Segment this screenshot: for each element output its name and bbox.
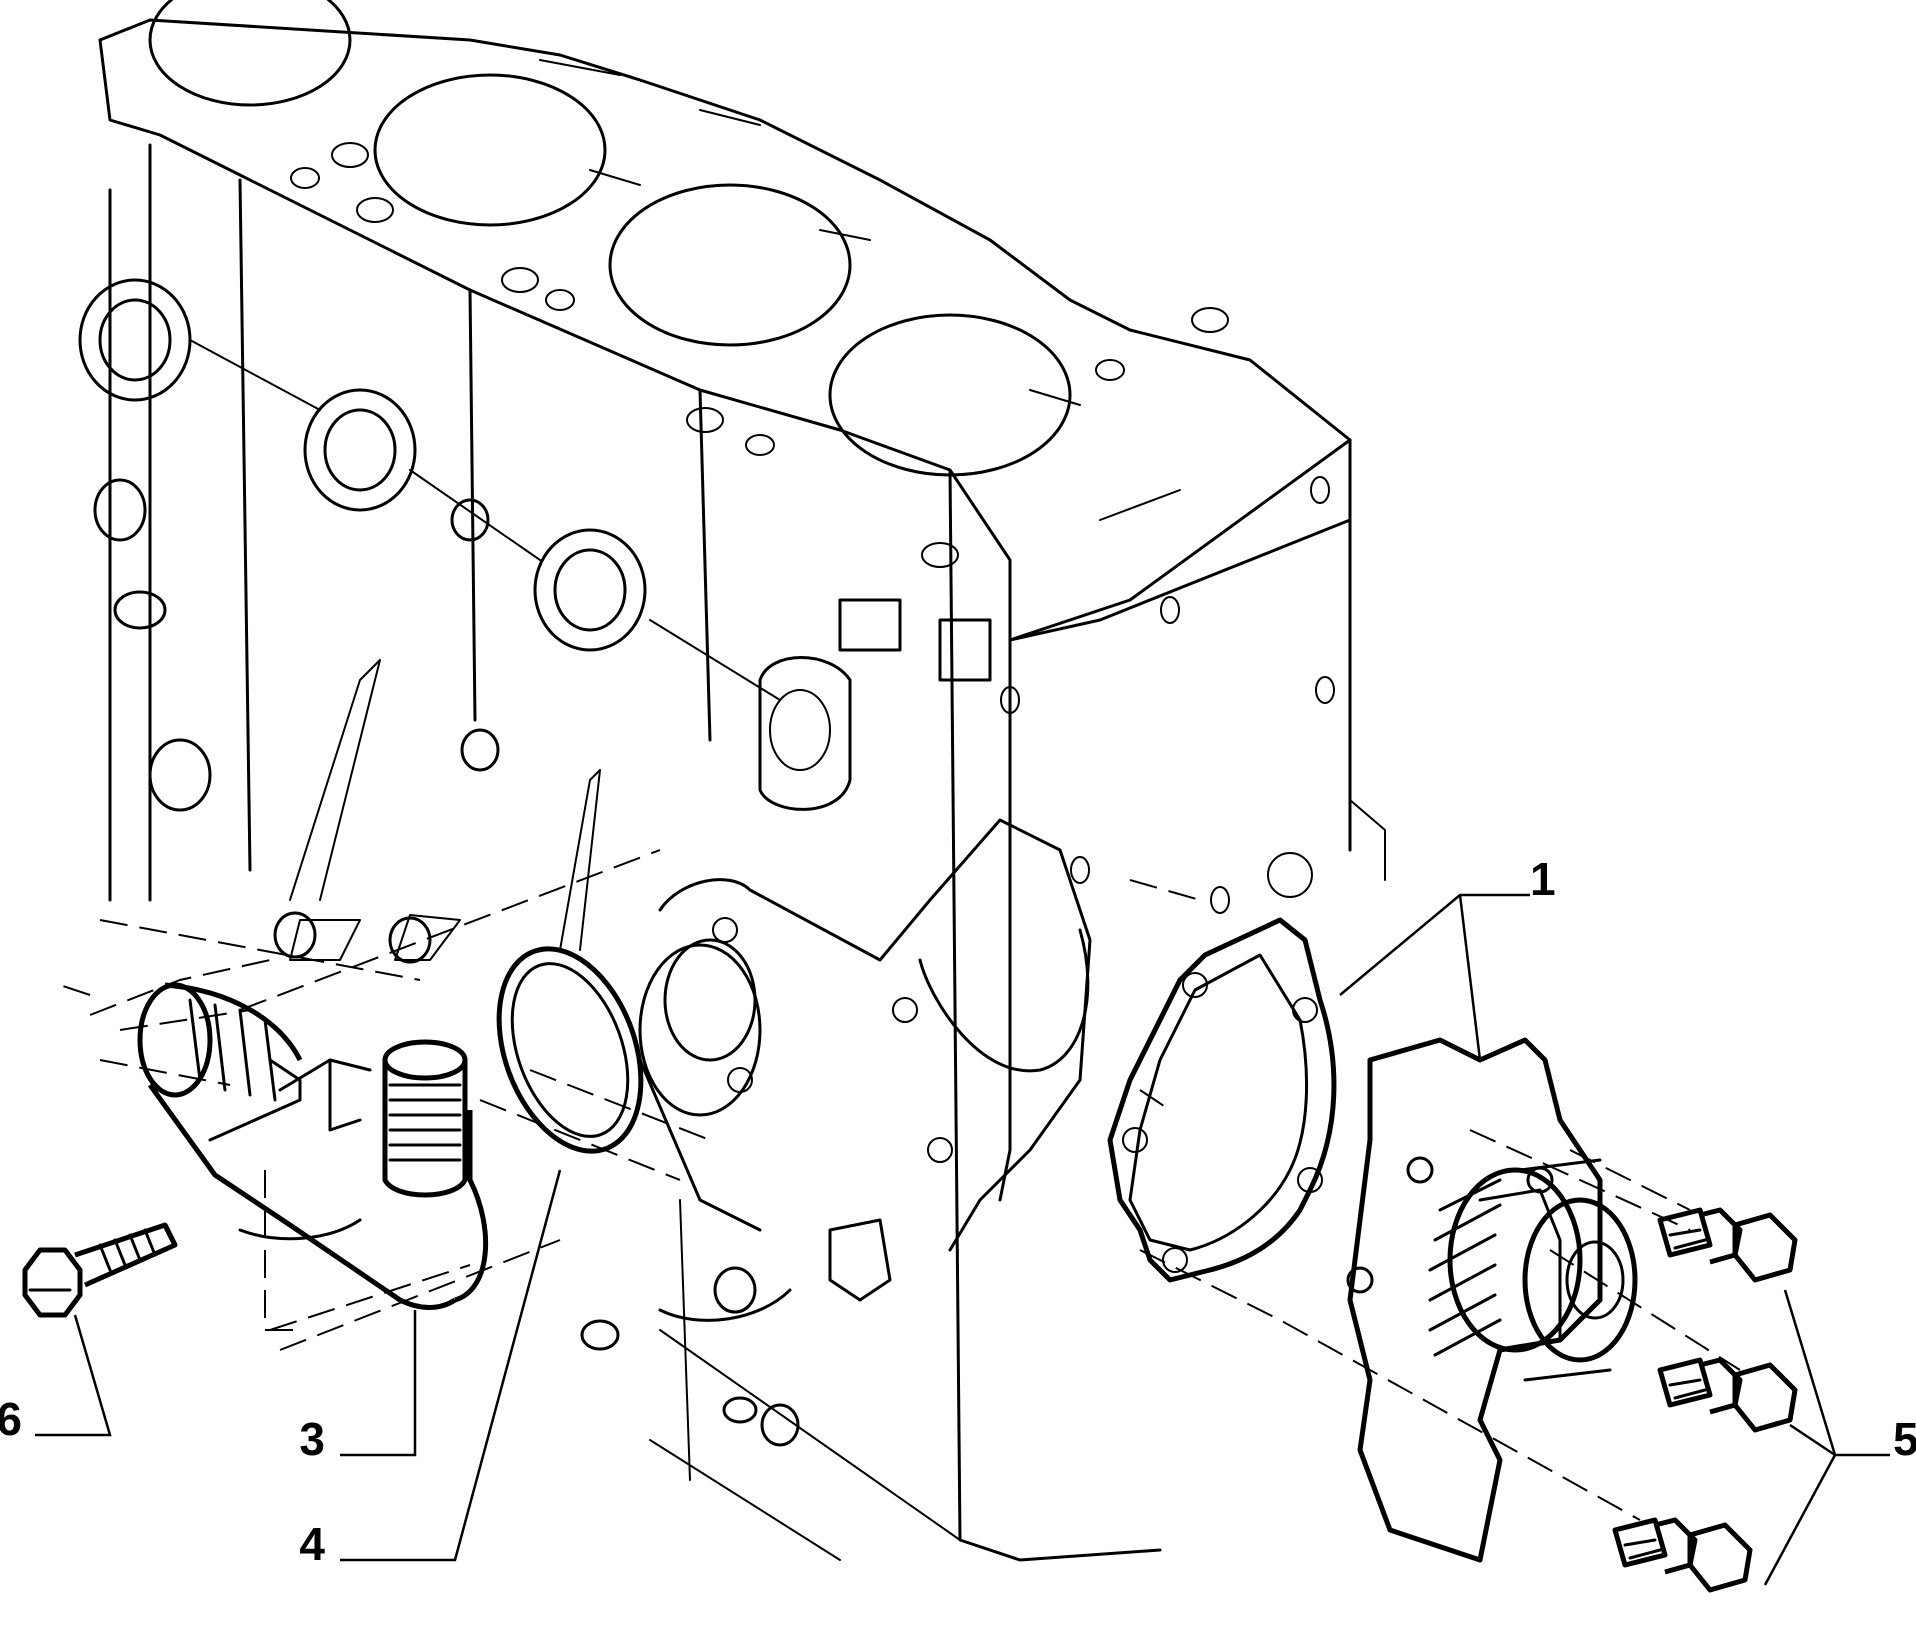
callout-6: 6 <box>0 1393 22 1445</box>
water-pump <box>1346 1037 1638 1563</box>
callout-3: 3 <box>299 1413 325 1465</box>
water-pump-gasket <box>1107 917 1337 1283</box>
pump-bolt-top <box>1657 1207 1798 1283</box>
engine-block <box>78 0 1386 1562</box>
pump-bolts <box>1612 1207 1798 1593</box>
callout-1: 1 <box>1530 853 1556 905</box>
callout-5: 5 <box>1893 1413 1916 1465</box>
pump-bolt-bottom <box>1612 1517 1753 1593</box>
pipe-seal-ring <box>496 946 644 1154</box>
elbow-bolt <box>22 1222 178 1318</box>
pump-bolt-middle <box>1657 1357 1798 1433</box>
leader-lines <box>35 893 1890 1586</box>
callout-4: 4 <box>299 1518 325 1570</box>
coolant-pipe-elbow <box>137 982 489 1310</box>
